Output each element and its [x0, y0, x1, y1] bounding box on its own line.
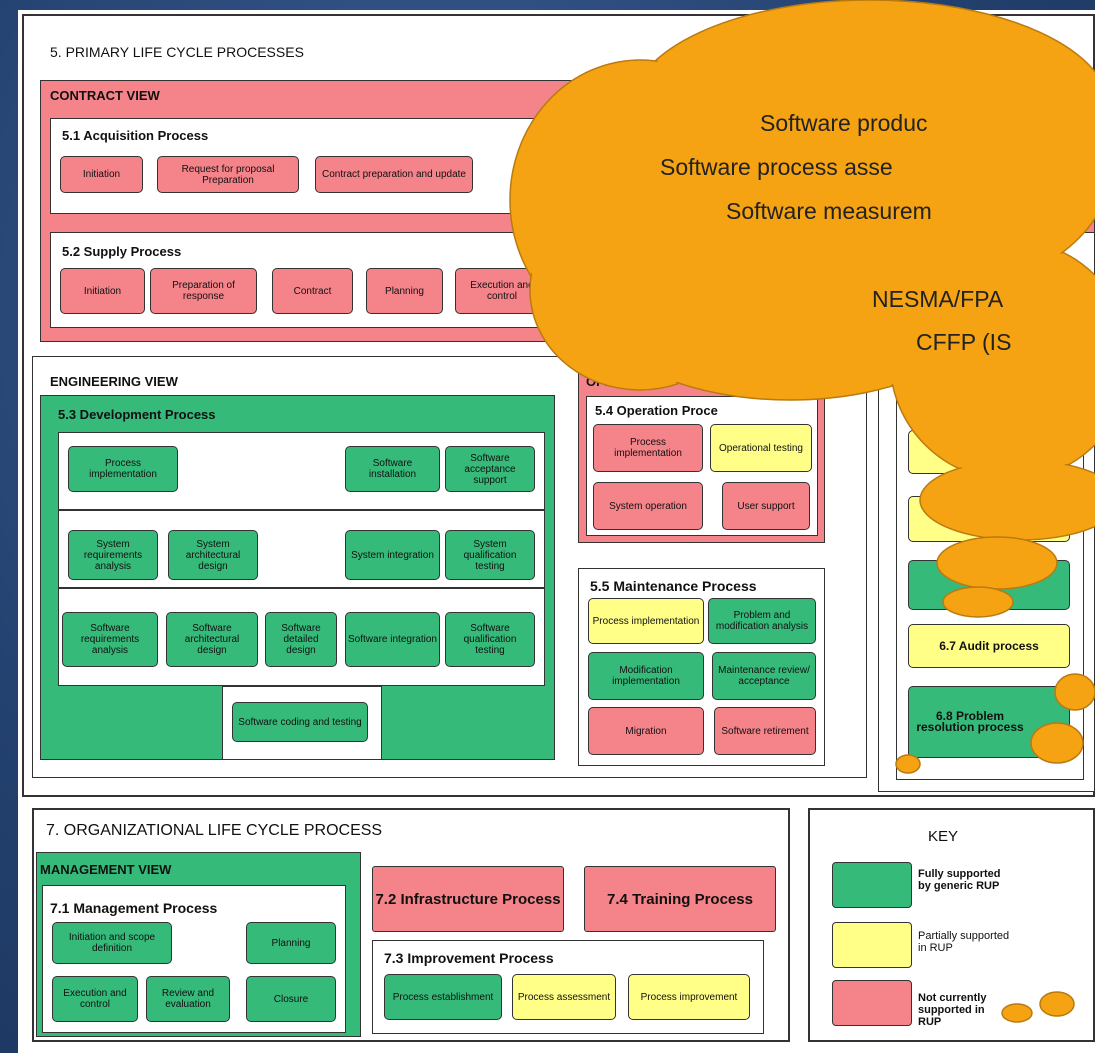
op-system-operation: System operation	[593, 482, 703, 530]
dev-system-integration: System integration	[345, 530, 440, 580]
organizational-title: 7. ORGANIZATIONAL LIFE CYCLE PROCESS	[46, 822, 383, 839]
dev-system-architectural-design: System architectural design	[168, 530, 258, 580]
support-joint-review-partial	[908, 560, 1070, 610]
acq-initiation: Initiation	[60, 156, 143, 193]
management-process-title: 7.1 Management Process	[50, 900, 218, 916]
support-verification: 6.4 Verification	[908, 430, 1070, 474]
op-process-implementation: Process implementation	[593, 424, 703, 472]
key-green-swatch	[832, 862, 912, 908]
training-process: 7.4 Training Process	[584, 866, 776, 932]
dev-software-requirements-analysis: Software requirements analysis	[62, 612, 158, 667]
cloud-line-1: Software produc	[760, 110, 928, 136]
mgmt-planning: Planning	[246, 922, 336, 964]
dev-software-installation: Software installation	[345, 446, 440, 492]
primary-processes-title: 5. PRIMARY LIFE CYCLE PROCESSES	[50, 44, 304, 60]
supply-contract: Contract	[272, 268, 353, 314]
dev-software-detailed-design: Software detailed design	[265, 612, 337, 667]
impr-process-establishment: Process establishment	[384, 974, 502, 1020]
maint-process-implementation: Process implementation	[588, 598, 704, 644]
op-operational-testing: Operational testing	[710, 424, 812, 472]
engineering-view-label: ENGINEERING VIEW	[50, 374, 178, 389]
management-view-label: MANAGEMENT VIEW	[40, 862, 172, 877]
key-green-label: Fully supported by generic RUP	[918, 868, 1001, 892]
key-red-label: Not currently supported in RUP	[918, 992, 987, 1028]
cloud-line-3: Software measurem	[726, 198, 932, 224]
contract-view-label: CONTRACT VIEW	[50, 88, 160, 103]
key-title: KEY	[928, 828, 959, 845]
key-yellow-label: Partially supported in RUP	[918, 930, 1010, 954]
mgmt-closure: Closure	[246, 976, 336, 1022]
maint-problem-modification-analysis: Problem and modification analysis	[708, 598, 816, 644]
cloud-line-4: NESMA/FPA	[872, 286, 1004, 312]
operation-process-title: 5.4 Operation Proce	[595, 403, 718, 418]
maint-modification-implementation: Modification implementation	[588, 652, 704, 700]
supply-preparation-of-response: Preparation of response	[150, 268, 257, 314]
maintenance-process-title: 5.5 Maintenance Process	[590, 578, 757, 594]
dev-software-integration: Software integration	[345, 612, 440, 667]
dev-system-qualification-testing: System qualification testing	[445, 530, 535, 580]
acq-contract-preparation: Contract preparation and update	[315, 156, 473, 193]
infrastructure-process: 7.2 Infrastructure Process	[372, 866, 564, 932]
cloud-line-2: Software process asse	[660, 154, 893, 180]
improvement-process-title: 7.3 Improvement Process	[384, 950, 554, 966]
dev-software-acceptance-support: Software acceptance support	[445, 446, 535, 492]
key-red-swatch	[832, 980, 912, 1026]
op-user-support: User support	[722, 482, 810, 530]
maint-software-retirement: Software retirement	[714, 707, 816, 755]
dev-system-requirements-analysis: System requirements analysis	[68, 530, 158, 580]
support-validation-partial	[908, 496, 1070, 542]
supply-planning: Planning	[366, 268, 443, 314]
maint-review-acceptance: Maintenance review/ acceptance	[712, 652, 816, 700]
dev-software-qualification-testing: Software qualification testing	[445, 612, 535, 667]
supply-process-title: 5.2 Supply Process	[62, 244, 182, 259]
operating-view-label: OPERATING V	[586, 374, 675, 389]
supply-initiation: Initiation	[60, 268, 145, 314]
supply-execution-and-control: Execution and control	[455, 268, 549, 314]
key-yellow-swatch	[832, 922, 912, 968]
dev-process-implementation: Process implementation	[68, 446, 178, 492]
maint-migration: Migration	[588, 707, 704, 755]
acq-rfp-preparation: Request for proposal Preparation	[157, 156, 299, 193]
cloud-line-5: CFFP (IS	[916, 329, 1012, 355]
development-process-title: 5.3 Development Process	[58, 407, 216, 422]
dev-software-coding-and-testing: Software coding and testing	[232, 702, 368, 742]
mgmt-execution-control: Execution and control	[52, 976, 138, 1022]
mgmt-review-evaluation: Review and evaluation	[146, 976, 230, 1022]
dev-software-architectural-design: Software architectural design	[166, 612, 258, 667]
support-problem-resolution: 6.8 Problem resolution process	[908, 686, 1070, 758]
impr-process-assessment: Process assessment	[512, 974, 616, 1020]
mgmt-initiation-scope: Initiation and scope definition	[52, 922, 172, 964]
acquisition-process-title: 5.1 Acquisition Process	[62, 128, 209, 143]
support-audit-process: 6.7 Audit process	[908, 624, 1070, 668]
impr-process-improvement: Process improvement	[628, 974, 750, 1020]
